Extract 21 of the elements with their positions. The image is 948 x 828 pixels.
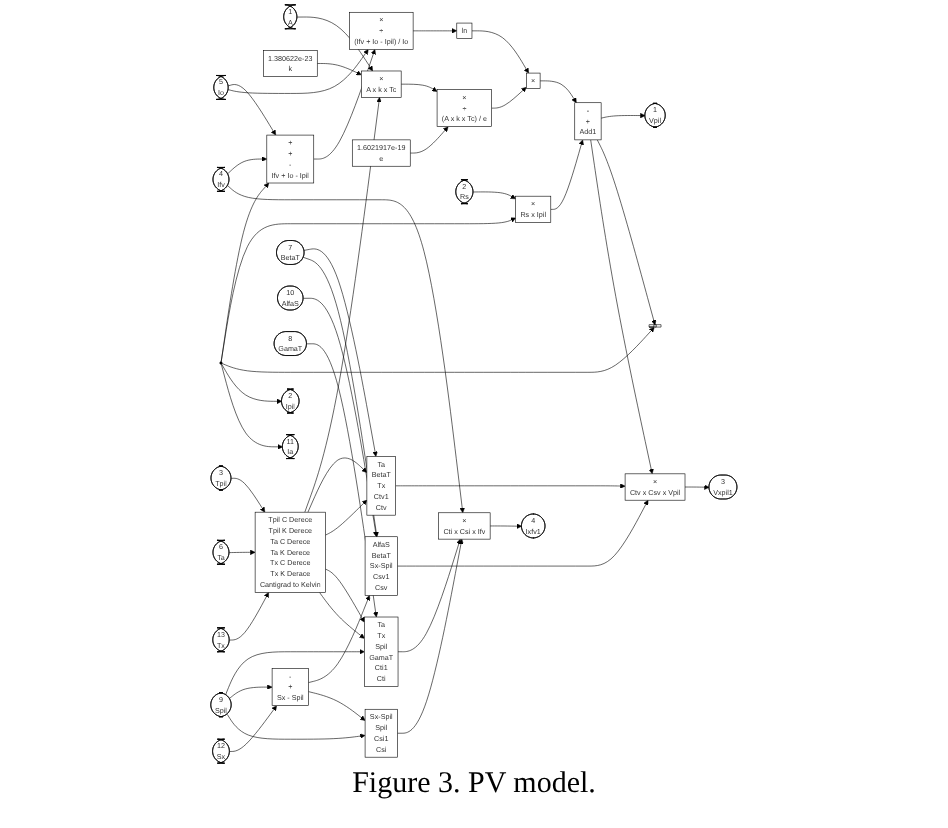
node-box: [574, 102, 602, 141]
node-box: [349, 11, 414, 50]
node-box: [263, 50, 318, 77]
node-box: [364, 616, 399, 687]
node-box: [366, 456, 397, 516]
node-box: [456, 22, 473, 39]
node-box: [352, 139, 411, 167]
node-box: [266, 134, 315, 184]
node-box: [361, 70, 402, 98]
node-circle: [219, 361, 223, 365]
node-box: [526, 72, 541, 89]
node-box: [624, 473, 686, 501]
node-box: [648, 324, 662, 328]
node-box: [271, 668, 309, 706]
caption: Figure 3. PV model.: [352, 768, 596, 802]
node-box: [436, 89, 493, 127]
node-box: [515, 195, 552, 223]
node-box: [364, 708, 398, 758]
node-box: [438, 512, 491, 540]
node-box: [364, 536, 398, 596]
node-box: [254, 511, 326, 593]
